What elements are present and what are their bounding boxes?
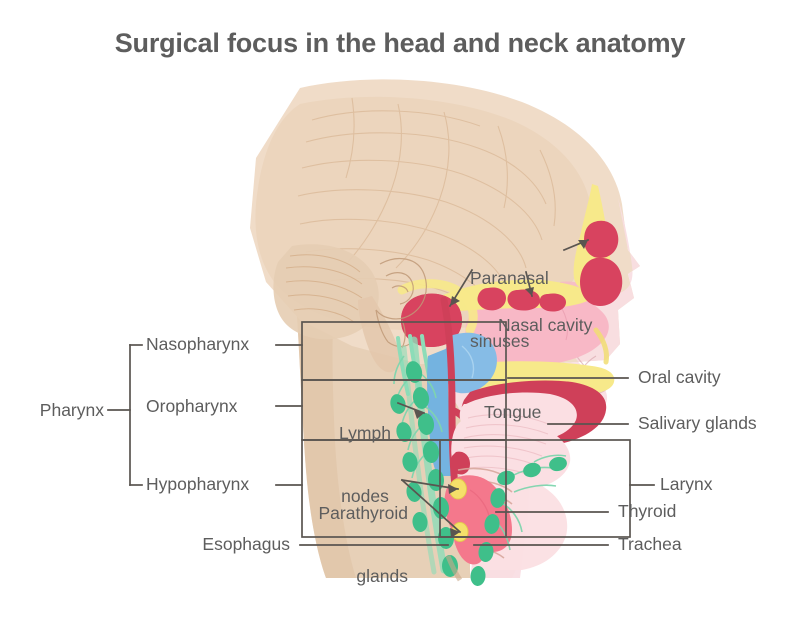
label-paranasal-sinuses-line1: Paranasal (470, 268, 549, 288)
page-title: Surgical focus in the head and neck anat… (114, 28, 686, 58)
label-lymph-nodes: Lymph nodes (330, 381, 400, 549)
label-lymph-nodes-line1: Lymph (339, 423, 391, 443)
label-thyroid: Thyroid (618, 501, 677, 521)
label-parathyroid-glands: Parathyroid glands (296, 461, 409, 629)
label-parathyroid-glands-line2: glands (356, 566, 408, 586)
label-salivary-glands: Salivary glands (638, 413, 757, 433)
label-oral-cavity: Oral cavity (638, 367, 721, 387)
neck-back-contour (262, 300, 306, 578)
esophagus-shape (445, 555, 463, 582)
label-trachea: Trachea (618, 534, 682, 554)
label-nasopharynx: Nasopharynx (146, 334, 250, 354)
label-paranasal-sinuses: Paranasal sinuses (470, 226, 549, 394)
diagram-canvas: Surgical focus in the head and neck anat… (39, 28, 757, 586)
annotation-lines (107, 238, 655, 546)
label-lymph-nodes-line2: nodes (341, 486, 389, 506)
label-larynx: Larynx (660, 474, 713, 494)
label-esophagus: Esophagus (202, 534, 290, 554)
annotation-arrowheads (414, 240, 588, 538)
label-parathyroid-glands-line1: Parathyroid (318, 503, 409, 523)
label-paranasal-sinuses-line2: sinuses (470, 331, 530, 351)
label-hypopharynx: Hypopharynx (146, 474, 250, 494)
label-tongue: Tongue (484, 402, 542, 422)
label-pharynx: Pharynx (39, 400, 104, 420)
label-oropharynx: Oropharynx (146, 396, 238, 416)
head-neck-anatomy-illustration (107, 79, 655, 586)
label-nasal-cavity: Nasal cavity (498, 315, 593, 335)
